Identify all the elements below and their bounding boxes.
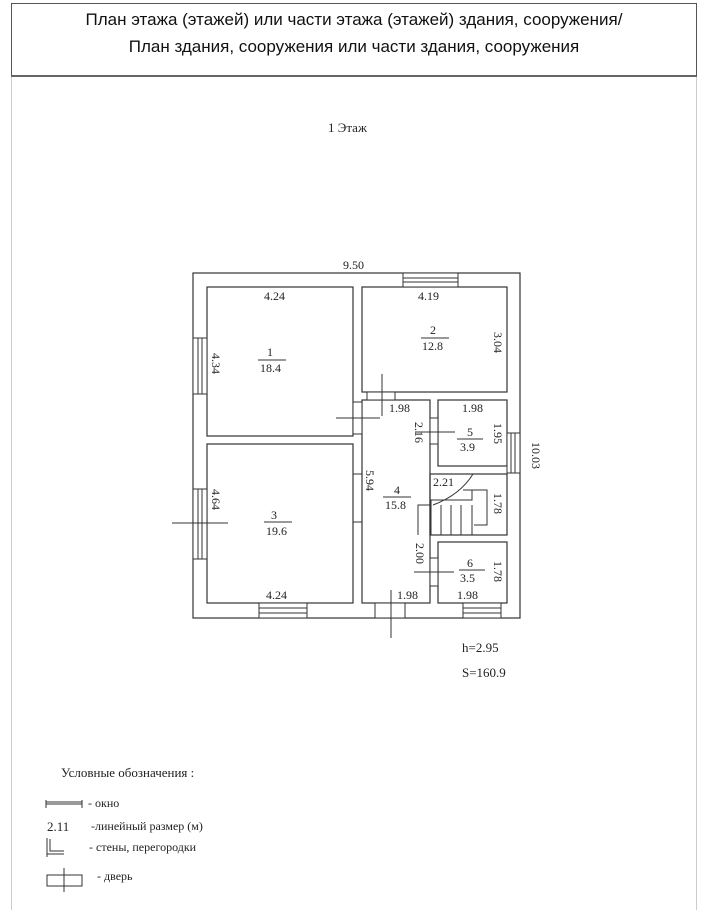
legend-walls-label: - стены, перегородки [89,840,197,854]
room-6-number: 6 [467,556,473,570]
room-2-area: 12.8 [422,339,443,353]
room-6-width: 1.98 [457,588,478,602]
room-2-number: 2 [430,323,436,337]
ceiling-height: h=2.95 [462,640,499,655]
room-3-area: 19.6 [266,524,287,538]
room-6-length: 1.78 [491,561,505,582]
doors [172,374,455,638]
windows [192,272,521,619]
stairs-width: 2.21 [433,475,454,489]
overall-width: 9.50 [343,258,364,272]
legend-symbols [45,800,83,892]
header-line-1: План этажа (этажей) или части этажа (эта… [85,10,623,29]
room-3-width: 4.24 [266,588,287,602]
room-5-number: 5 [467,425,473,439]
room-5-door-dim: 2.16 [412,422,426,443]
room-4-width-top: 1.98 [389,401,410,415]
room-1-area: 18.4 [260,361,281,375]
room-4-length: 5.94 [363,470,377,491]
room-2-width: 4.19 [418,289,439,303]
header-line-2: План здания, сооружения или части здания… [128,37,580,56]
stairs-length: 1.78 [491,493,505,514]
legend-dimension-sample: 2.11 [47,819,70,834]
legend-title: Условные обозначения : [61,765,195,780]
document-header: План этажа (этажей) или части этажа (эта… [11,3,697,77]
legend-dimension-label: -линейный размер (м) [91,819,203,833]
room-5-width: 1.98 [462,401,483,415]
total-area: S=160.9 [462,665,506,680]
room-3-length: 4.64 [209,489,223,510]
room-1-length: 4.34 [209,353,223,374]
floor-label: 1 Этаж [328,120,368,135]
room-4-area: 15.8 [385,498,406,512]
overall-length: 10.03 [529,442,543,469]
frame-right-border [696,77,697,910]
room-6-door-dim: 2.00 [413,543,427,564]
room-6-area: 3.5 [460,571,475,585]
legend-door-label: - дверь [97,869,133,883]
dimensions: 9.50 10.03 4.24 4.34 1 18.4 4.19 3.04 2 … [209,258,543,602]
room-3-number: 3 [271,508,277,522]
frame-left-border [11,77,12,910]
room-5-length: 1.95 [491,423,505,444]
room-4-width-bottom: 1.98 [397,588,418,602]
room-2-length: 3.04 [491,332,505,353]
room-5-area: 3.9 [460,440,475,454]
stairs [417,473,488,535]
room-1-number: 1 [267,345,273,359]
legend-window-label: - окно [88,796,120,810]
room-4-number: 4 [394,483,400,497]
room-1-width: 4.24 [264,289,285,303]
